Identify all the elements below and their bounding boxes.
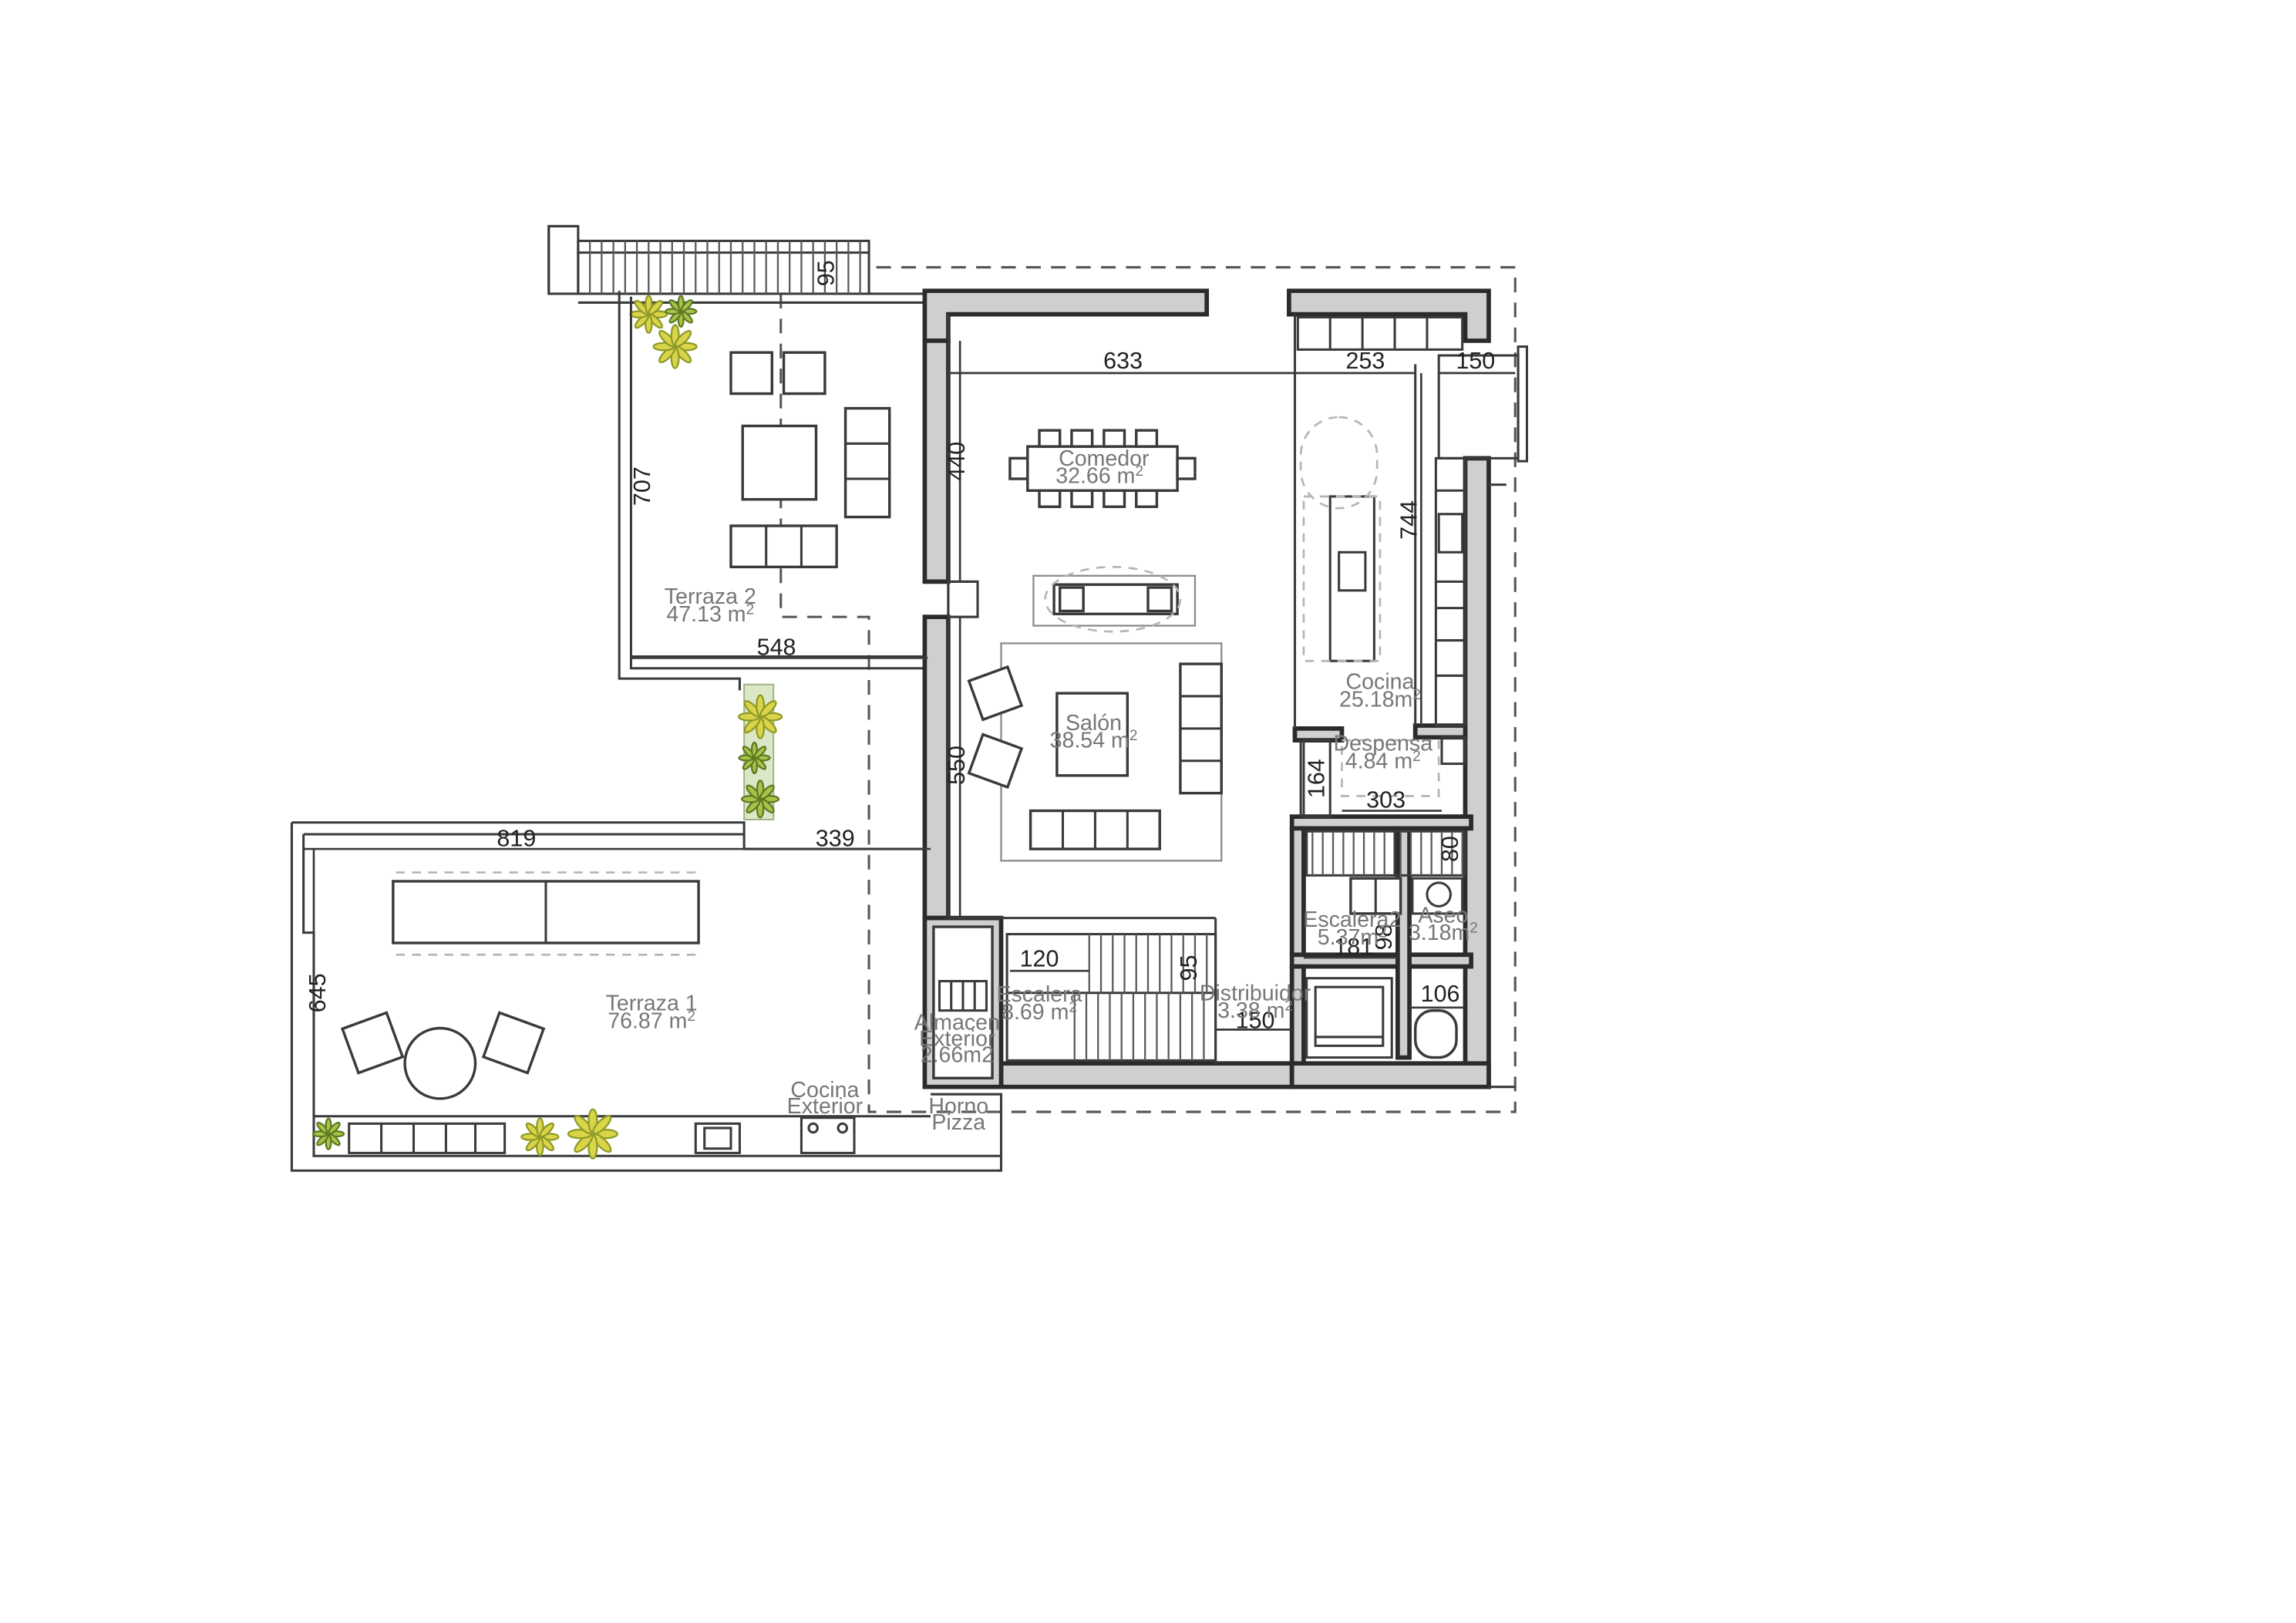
plant-icon	[567, 1108, 619, 1160]
dim-181: 181	[1334, 934, 1373, 960]
dim-253: 253	[1346, 348, 1385, 374]
plant-icon	[311, 1117, 345, 1150]
dim-120: 120	[1020, 945, 1059, 971]
plant-icon	[740, 780, 780, 819]
dim-95-stair: 95	[1176, 955, 1202, 981]
elevator	[1305, 977, 1393, 1059]
label-almacen-1: Almacen	[914, 1010, 1000, 1035]
room-labels: Comedor 32.66 m2 Salón 38.54 m2 Cocina 2…	[606, 446, 1478, 1135]
area-escalera2: 5.37m2	[1318, 924, 1387, 950]
label-terraza2: Terraza 2	[665, 584, 756, 609]
terrace-1-furniture	[340, 871, 856, 1154]
label-distribuidor: Distribuidor	[1200, 981, 1311, 1005]
area-escalera: 8.69 m2	[1002, 1000, 1077, 1025]
label-horno-2: Pizza	[931, 1110, 985, 1135]
dim-548: 548	[757, 635, 796, 661]
label-almacen-2: Exterior	[919, 1026, 995, 1051]
property-line	[779, 266, 1517, 1113]
area-despensa: 4.84 m2	[1345, 749, 1421, 774]
dimension-labels: 95 633 253 150 707 440 744 548 550 164 3…	[305, 260, 1495, 1033]
plant-icon	[738, 741, 771, 775]
dim-744: 744	[1396, 500, 1422, 540]
area-cocina: 25.18m2	[1339, 687, 1421, 712]
area-salon: 38.54 m2	[1050, 728, 1138, 753]
storage-shelves	[938, 980, 988, 1012]
area-aseo: 3.18m2	[1409, 921, 1478, 946]
dim-150-top: 150	[1456, 348, 1495, 374]
dim-150-bottom: 150	[1236, 1007, 1275, 1033]
label-despensa: Despensa	[1333, 731, 1432, 756]
dim-440: 440	[944, 442, 970, 481]
dining-table-group	[1008, 429, 1197, 508]
area-comedor: 32.66 m2	[1055, 463, 1143, 489]
dim-707: 707	[629, 466, 655, 506]
dim-633: 633	[1103, 348, 1143, 374]
label-cocina-exterior-2: Exterior	[787, 1094, 864, 1119]
plant-icon	[665, 295, 698, 328]
label-aseo: Aseo	[1418, 903, 1468, 928]
kitchen-furniture	[1296, 315, 1466, 727]
area-distribuidor: 3.38 m2	[1217, 998, 1293, 1024]
main-stair	[1005, 933, 1217, 1062]
area-terraza2: 47.13 m2	[666, 601, 754, 627]
plant-icon	[520, 1117, 560, 1157]
plant-icon	[652, 324, 698, 369]
label-salon: Salón	[1066, 711, 1122, 736]
exterior-stair-top	[577, 239, 870, 295]
pantry-shelves	[1302, 736, 1466, 818]
label-comedor: Comedor	[1059, 446, 1150, 471]
media-unit	[1032, 565, 1197, 633]
dim-339: 339	[816, 825, 855, 851]
dimension-lines	[303, 305, 1516, 1116]
dim-303: 303	[1366, 787, 1406, 813]
dim-645: 645	[305, 973, 331, 1012]
label-cocina: Cocina	[1346, 669, 1415, 694]
dim-550: 550	[944, 746, 970, 785]
living-furniture	[967, 642, 1223, 862]
area-terraza1: 76.87 m2	[608, 1008, 695, 1034]
plants	[311, 295, 783, 1160]
plant-icon	[629, 295, 668, 334]
dim-106: 106	[1421, 981, 1460, 1007]
label-horno-1: Horno	[928, 1094, 988, 1119]
area-almacen: 2.66m2	[921, 1042, 994, 1067]
plant-icon	[737, 694, 783, 739]
dim-819: 819	[497, 825, 536, 851]
dim-164: 164	[1304, 759, 1330, 798]
label-cocina-exterior-1: Cocina	[790, 1078, 859, 1103]
stair-2	[1305, 830, 1466, 915]
terrace-2-furniture	[729, 351, 891, 569]
dim-80: 80	[1437, 836, 1463, 862]
label-terraza1: Terraza 1	[606, 992, 698, 1016]
dim-95-top: 95	[813, 260, 839, 286]
building-walls	[922, 288, 1529, 1089]
dim-98: 98	[1371, 924, 1397, 950]
label-escalera2: Escalera2	[1303, 907, 1401, 932]
toilet-fixtures	[1411, 877, 1464, 1059]
label-escalera: Escalera	[996, 982, 1082, 1007]
